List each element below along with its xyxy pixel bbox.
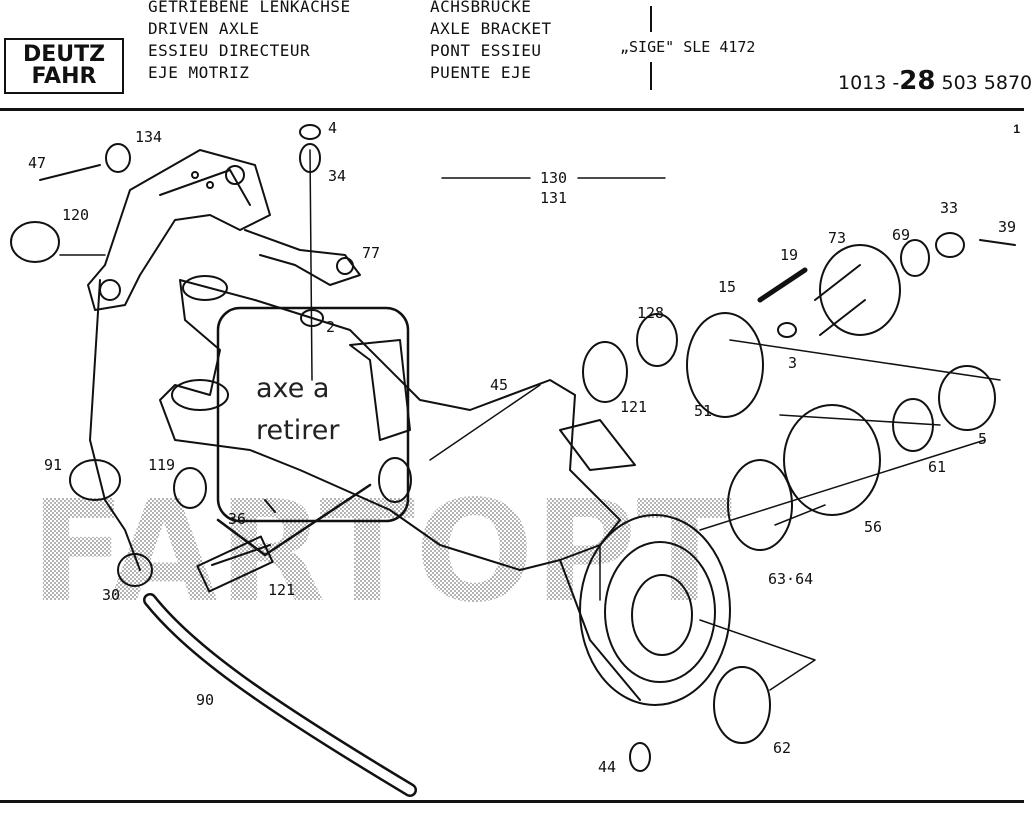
callout-34: 34 — [328, 167, 346, 185]
part-prefix: 1013 - — [838, 72, 900, 94]
callout-4: 4 — [328, 119, 337, 137]
title-de: GETRIEBENE LENKACHSE — [148, 0, 351, 16]
annotation-line-1: axe a — [256, 373, 330, 404]
tie-rod-parts — [10, 124, 324, 593]
title-column-1: GETRIEBENE LENKACHSE DRIVEN AXLE ESSIEU … — [148, 0, 351, 84]
annotation-box — [216, 306, 410, 523]
leader-lines — [59, 149, 1001, 691]
callout-labels: 4 34 134 47 120 77 130 131 2 45 128 121 … — [28, 119, 1016, 776]
subtitle-en: AXLE BRACKET — [430, 19, 552, 38]
annotation-note: axe a retirer — [256, 368, 339, 452]
callout-36: 36 — [228, 510, 246, 528]
title-fr: ESSIEU DIRECTEUR — [148, 41, 311, 60]
callout-121-lower: 121 — [268, 581, 295, 599]
callout-15: 15 — [718, 278, 736, 296]
model-divider-bottom — [650, 62, 652, 90]
title-es: EJE MOTRIZ — [148, 63, 250, 82]
header: DEUTZ FAHR GETRIEBENE LENKACHSE DRIVEN A… — [0, 0, 1032, 112]
callout-61: 61 — [928, 458, 946, 476]
logo-line-1: DEUTZ — [22, 42, 106, 67]
callout-77: 77 — [362, 244, 380, 262]
callout-45: 45 — [490, 376, 508, 394]
callout-69: 69 — [892, 226, 910, 244]
model-divider-top — [650, 6, 652, 32]
callout-90: 90 — [196, 691, 214, 709]
callout-119: 119 — [148, 456, 175, 474]
callout-47: 47 — [28, 154, 46, 172]
axle-housing-part — [159, 275, 636, 571]
model-name: „SIGE" SLE 4172 — [620, 38, 756, 56]
flange-housing-part — [559, 514, 731, 706]
callout-3: 3 — [788, 354, 797, 372]
subtitle-es: PUENTE EJE — [430, 63, 532, 82]
callout-91: 91 — [44, 456, 62, 474]
logo-line-2: FAHR — [31, 64, 97, 89]
callout-73: 73 — [828, 229, 846, 247]
annotation-line-2: retirer — [256, 415, 340, 446]
callout-62: 62 — [773, 739, 791, 757]
axle-bracket-part — [87, 149, 361, 311]
subtitle-de: ACHSBRÜCKE — [430, 0, 532, 16]
part-suffix: 503 5870 — [941, 72, 1032, 94]
callout-2: 2 — [326, 318, 335, 336]
part-number: 1013 -28 503 5870 — [838, 66, 1032, 96]
title-column-2: ACHSBRÜCKE AXLE BRACKET PONT ESSIEU PUEN… — [430, 0, 552, 84]
callout-19: 19 — [780, 246, 798, 264]
part-group: 28 — [899, 66, 936, 96]
callout-63-64: 63·64 — [768, 570, 813, 588]
title-en: DRIVEN AXLE — [148, 19, 260, 38]
subtitle-fr: PONT ESSIEU — [430, 41, 542, 60]
callout-131: 131 — [540, 189, 567, 207]
callout-56: 56 — [864, 518, 882, 536]
footer-rule — [0, 800, 1024, 803]
callout-39: 39 — [998, 218, 1016, 236]
deutz-fahr-logo: DEUTZ FAHR — [4, 38, 124, 94]
callout-134: 134 — [135, 128, 162, 146]
callout-121-upper: 121 — [620, 398, 647, 416]
callout-30: 30 — [102, 586, 120, 604]
watermark: FARTOPT — [30, 471, 732, 634]
callout-51: 51 — [694, 402, 712, 420]
callout-5: 5 — [978, 430, 987, 448]
callout-130: 130 — [540, 169, 567, 187]
page-number: 1 — [1013, 122, 1020, 136]
callout-128: 128 — [637, 304, 664, 322]
hub-parts — [582, 232, 1016, 772]
callout-44: 44 — [598, 758, 616, 776]
header-rule — [0, 108, 1024, 111]
callout-33: 33 — [940, 199, 958, 217]
callout-120: 120 — [62, 206, 89, 224]
